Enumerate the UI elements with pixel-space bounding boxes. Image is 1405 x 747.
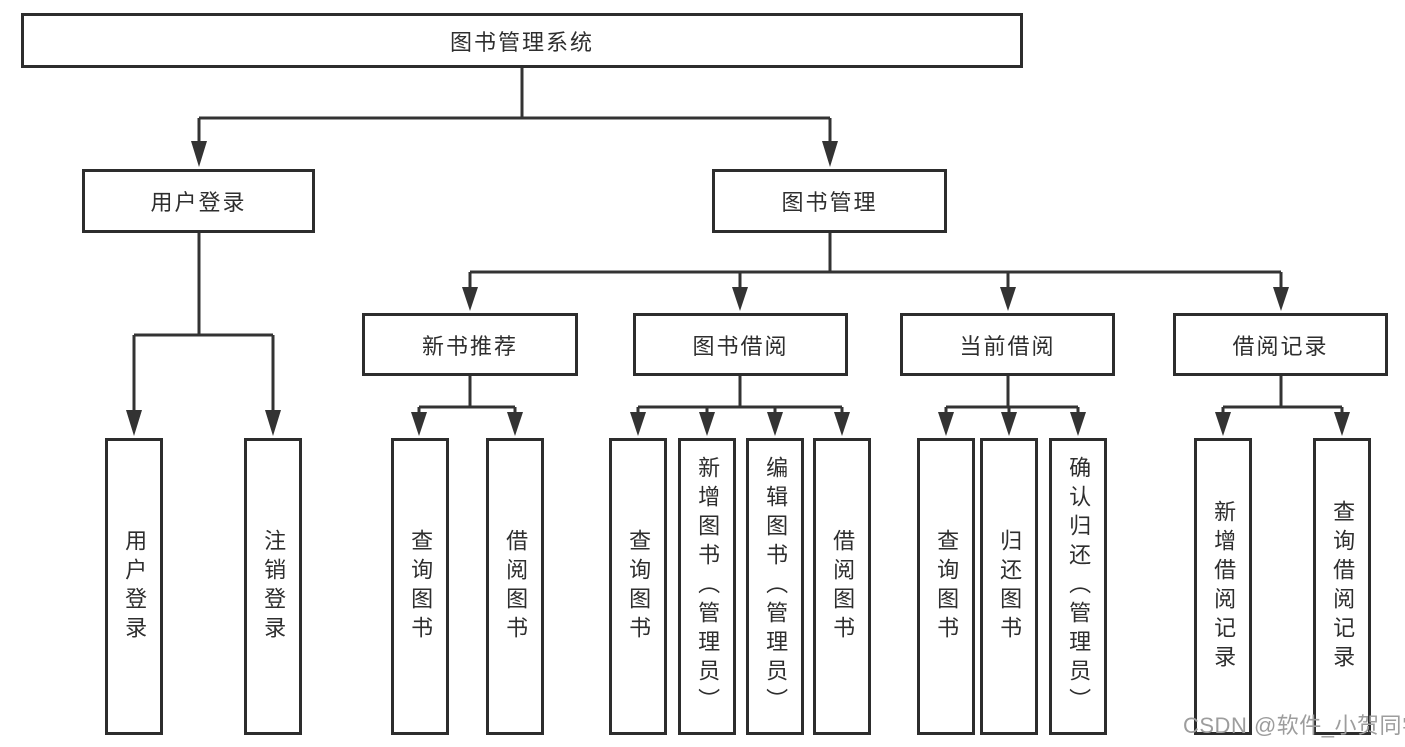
leaf-label: 注销登录	[261, 528, 287, 645]
node-new-book-recommend: 新书推荐	[362, 313, 578, 376]
leaf-user-login: 用户登录	[105, 438, 163, 735]
node-user-login-label: 用户登录	[150, 190, 247, 215]
leaf-confirm-return-admin: 确认归还（管理员）	[1049, 438, 1107, 735]
leaf-add-borrow-record: 新增借阅记录	[1194, 438, 1252, 735]
leaf-label: 查询图书	[626, 528, 652, 645]
node-book-management-label: 图书管理	[781, 190, 878, 215]
leaf-add-books-admin: 新增图书（管理员）	[678, 438, 736, 735]
leaf-logout: 注销登录	[244, 438, 302, 735]
node-book-borrow: 图书借阅	[633, 313, 848, 376]
leaf-query-borrow-record: 查询借阅记录	[1313, 438, 1371, 735]
node-current-borrow: 当前借阅	[900, 313, 1115, 376]
node-borrow-records-label: 借阅记录	[1232, 333, 1329, 359]
leaf-label: 查询图书	[934, 528, 960, 645]
leaf-query-books-recommend: 查询图书	[391, 438, 449, 735]
node-user-login: 用户登录	[82, 169, 315, 233]
leaf-label: 新增借阅记录	[1211, 499, 1237, 674]
leaf-label: 借阅图书	[830, 528, 856, 645]
leaf-label: 编辑图书（管理员）	[763, 456, 789, 717]
leaf-query-books-borrow: 查询图书	[609, 438, 667, 735]
leaf-query-books-current: 查询图书	[917, 438, 975, 735]
node-new-book-recommend-label: 新书推荐	[421, 333, 518, 359]
leaf-label: 用户登录	[122, 528, 148, 645]
node-book-management: 图书管理	[712, 169, 947, 233]
node-root: 图书管理系统	[21, 13, 1023, 68]
leaf-label: 确认归还（管理员）	[1066, 456, 1092, 717]
leaf-label: 查询借阅记录	[1330, 499, 1356, 674]
leaf-return-books: 归还图书	[980, 438, 1038, 735]
node-current-borrow-label: 当前借阅	[959, 333, 1056, 359]
leaf-edit-books-admin: 编辑图书（管理员）	[746, 438, 804, 735]
node-root-label: 图书管理系统	[449, 29, 594, 55]
node-book-borrow-label: 图书借阅	[692, 333, 789, 359]
leaf-label: 借阅图书	[503, 528, 529, 645]
leaf-label: 归还图书	[997, 528, 1023, 645]
leaf-borrow-books: 借阅图书	[813, 438, 871, 735]
node-borrow-records: 借阅记录	[1173, 313, 1388, 376]
arrowheads	[126, 141, 1350, 436]
csdn-watermark: CSDN @软件_小贺同学	[1183, 713, 1405, 738]
leaf-label: 新增图书（管理员）	[695, 456, 721, 717]
leaf-borrow-books-recommend: 借阅图书	[486, 438, 544, 735]
leaf-label: 查询图书	[408, 528, 434, 645]
